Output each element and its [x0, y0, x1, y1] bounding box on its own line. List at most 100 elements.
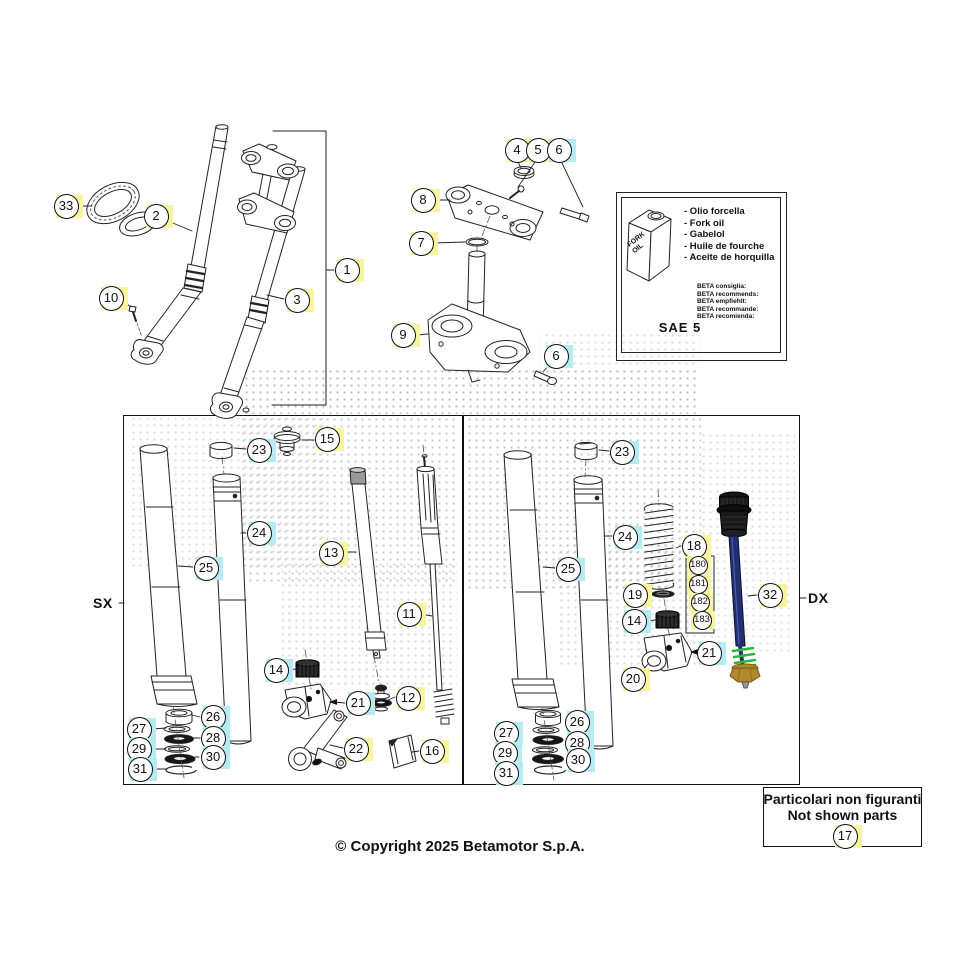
steering-cap-drawing [513, 166, 535, 179]
damper-rod-11-drawing [416, 454, 455, 725]
bushing-14-left-drawing [295, 659, 320, 678]
bolt-6-bottom-drawing [533, 370, 557, 385]
callout-number: 21 [696, 640, 722, 666]
axle-holder-left-drawing [281, 683, 332, 720]
bushing-14-right-drawing [655, 610, 680, 629]
assembly-bracket [271, 130, 335, 406]
callout-number: 10 [98, 285, 124, 311]
seal-stack-right-drawing [532, 709, 568, 775]
callout-number: 4 [504, 137, 530, 163]
callout-number: 2 [143, 203, 169, 229]
oil-info-box-inner [621, 197, 781, 353]
callout-number: 22 [343, 736, 369, 762]
text-line: - Huile de fourche [684, 240, 765, 252]
assembled-triple-clamp-drawing [237, 143, 299, 234]
text-line: BETA recommends: [697, 290, 759, 298]
callout-number: 20 [620, 666, 646, 692]
callout-number: 182 [690, 592, 710, 612]
callout-number: 6 [543, 343, 569, 369]
inner-tube-right-drawing [573, 475, 614, 750]
axle-holder-right-drawing [641, 632, 693, 672]
callout-number: 14 [263, 657, 289, 683]
callout-number: 23 [246, 437, 272, 463]
screw-5-drawing [509, 185, 525, 199]
callout-number: 11 [396, 601, 422, 627]
label-dx: DX [808, 590, 829, 606]
text-line: - Gabelol [684, 229, 725, 240]
callout-number: 31 [493, 760, 519, 786]
oil-canister-drawing [626, 209, 672, 282]
text-line: - Aceite de horquilla [684, 252, 775, 263]
callout-number: 180 [688, 555, 708, 575]
callout-number: 30 [200, 744, 226, 770]
text-line: BETA consiglia: [697, 283, 747, 290]
not-shown-title-en: Not shown parts [787, 807, 898, 823]
oil-grade: SAE 5 [658, 320, 702, 335]
callout-number: 26 [200, 704, 226, 730]
callout-number: 18 [681, 533, 707, 559]
adjuster-15-drawing [273, 426, 301, 456]
fork-leg-left-drawing [130, 124, 229, 365]
callout-number: 15 [314, 426, 340, 452]
callout-number: 13 [318, 540, 344, 566]
oil-product-names: - Olio forcella- Fork oil- Gabelol- Huil… [684, 206, 774, 264]
callout-number: 32 [757, 582, 783, 608]
lower-clamp-drawing [427, 215, 531, 383]
callout-number: 21 [345, 690, 371, 716]
callout-number: 8 [410, 187, 436, 213]
seal-stack-left-drawing [163, 708, 198, 775]
callout-number: 23 [609, 439, 635, 465]
text-line: - Fork oil [684, 217, 725, 229]
callout-number: 3 [284, 287, 310, 313]
washer-19-drawing [651, 590, 675, 598]
fork-leg-right-drawing [210, 166, 306, 419]
oil-recommendations: BETA consiglia:BETA recommends:BETA empf… [697, 283, 758, 321]
main-parts-box [123, 415, 800, 785]
text-line: - Olio forcella [684, 206, 745, 217]
protector-16-drawing [388, 734, 417, 769]
cap-spacer-right-drawing [574, 441, 598, 461]
callout-number: 7 [408, 230, 434, 256]
callout-number: 181 [688, 574, 708, 594]
inner-tube-left-drawing [212, 473, 252, 745]
callout-number: 24 [612, 524, 638, 550]
spring-18-drawing [643, 503, 675, 590]
callout-number: 33 [53, 193, 79, 219]
cap-spacer-left-drawing [209, 441, 233, 460]
text-line: BETA recomienda: [697, 313, 755, 321]
callout-number: 9 [390, 322, 416, 348]
callout-number: 6 [546, 137, 572, 163]
callout-number: 183 [692, 610, 712, 630]
not-shown-title-it: Particolari non figuranti [763, 791, 922, 807]
caliper-bracket-22-drawing [288, 709, 348, 771]
bolt-10-drawing [128, 305, 143, 338]
box-divider [462, 415, 464, 785]
copyright-text: © Copyright 2025 Betamotor S.p.A. [335, 838, 585, 855]
callout-number: 17 [832, 823, 858, 849]
bolt-6-top-drawing [559, 207, 590, 223]
callout-number: 14 [621, 608, 647, 634]
callout-number: 5 [525, 137, 551, 163]
outer-tube-left-drawing [139, 444, 198, 707]
cartridge-32-drawing [716, 491, 761, 689]
upper-clamp-drawing [445, 184, 544, 241]
callout-number: 27 [126, 716, 152, 742]
callout-number: 24 [246, 520, 272, 546]
callout-number: 12 [395, 685, 421, 711]
axis-lines [172, 444, 671, 781]
text-line: BETA empfiehlt: [697, 298, 747, 306]
label-sx: SX [93, 595, 113, 611]
callout-number: 30 [565, 747, 591, 773]
oil-info-box-outer [616, 192, 787, 361]
callout-number: 19 [622, 582, 648, 608]
valve-12-drawing [370, 684, 392, 712]
callout-number: 25 [193, 555, 219, 581]
callout-number: 1 [334, 257, 360, 283]
callout-number: 25 [555, 556, 581, 582]
text-line: BETA recommande: [697, 305, 759, 313]
outer-tube-right-drawing [503, 450, 560, 710]
callout-number: 31 [127, 756, 153, 782]
cartridge-tube-13-drawing [349, 467, 387, 659]
